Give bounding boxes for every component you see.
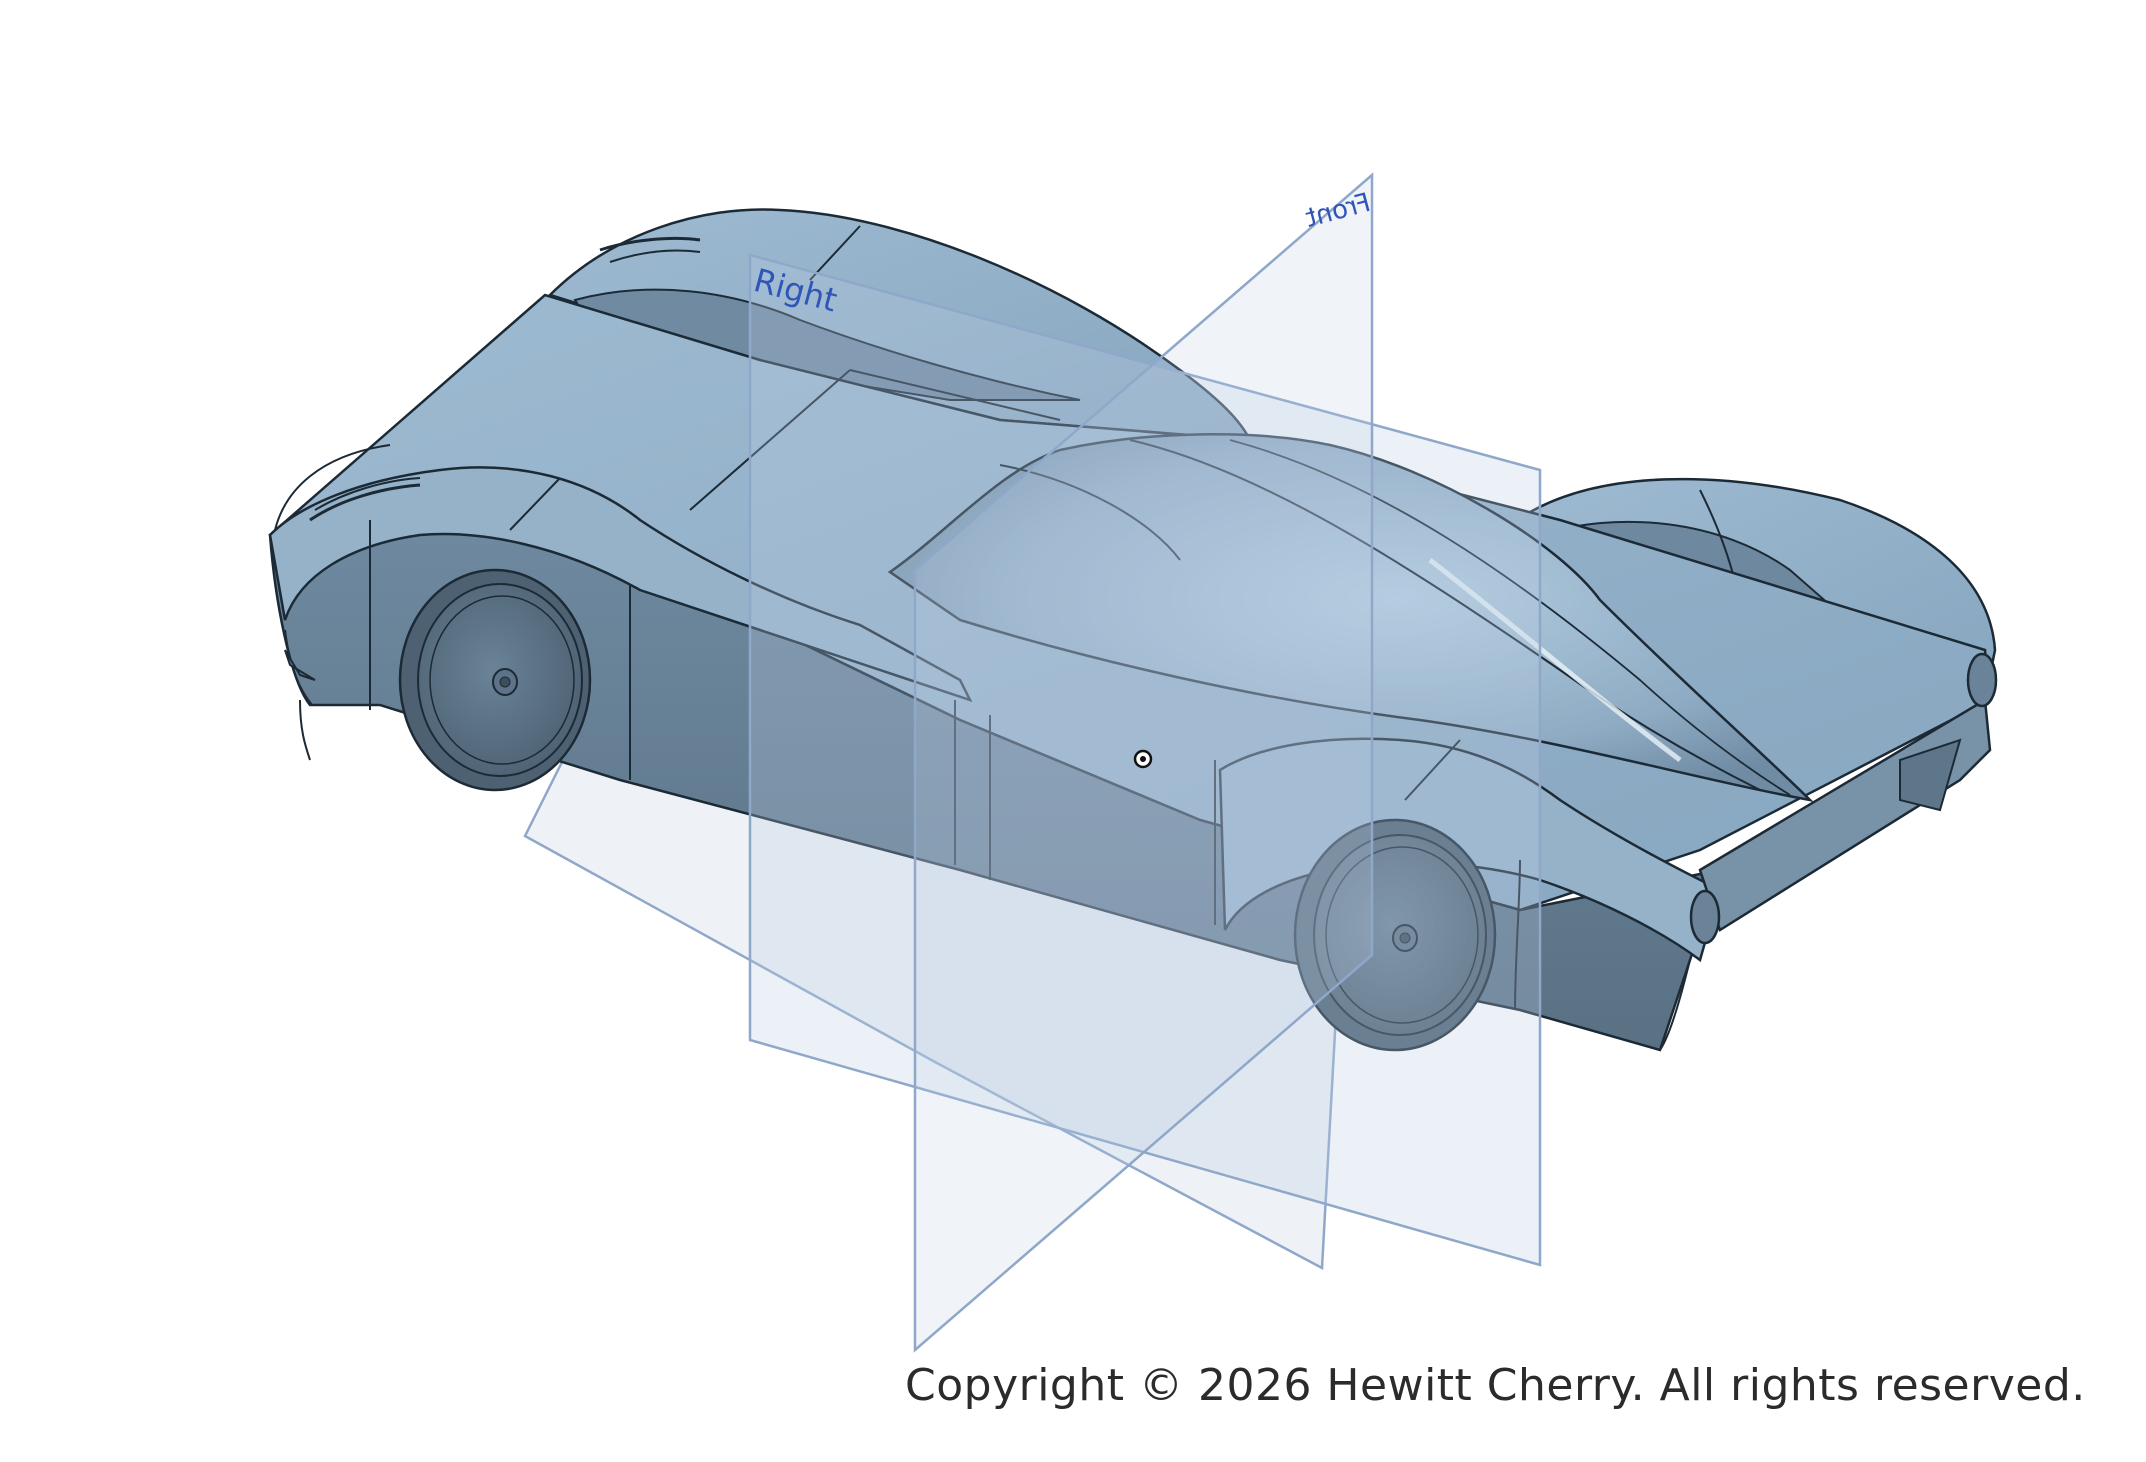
front-fender-near [268, 466, 973, 710]
front-splitter [284, 649, 316, 681]
origin-point-icon[interactable] [1133, 749, 1153, 769]
rear-deck [1659, 652, 1998, 1051]
canopy [887, 433, 1814, 802]
front-wheel[interactable] [398, 568, 592, 792]
copyright-text: Copyright © 2026 Hewitt Cherry. All righ… [905, 1360, 2086, 1411]
rear-wheel[interactable] [1293, 818, 1497, 1052]
